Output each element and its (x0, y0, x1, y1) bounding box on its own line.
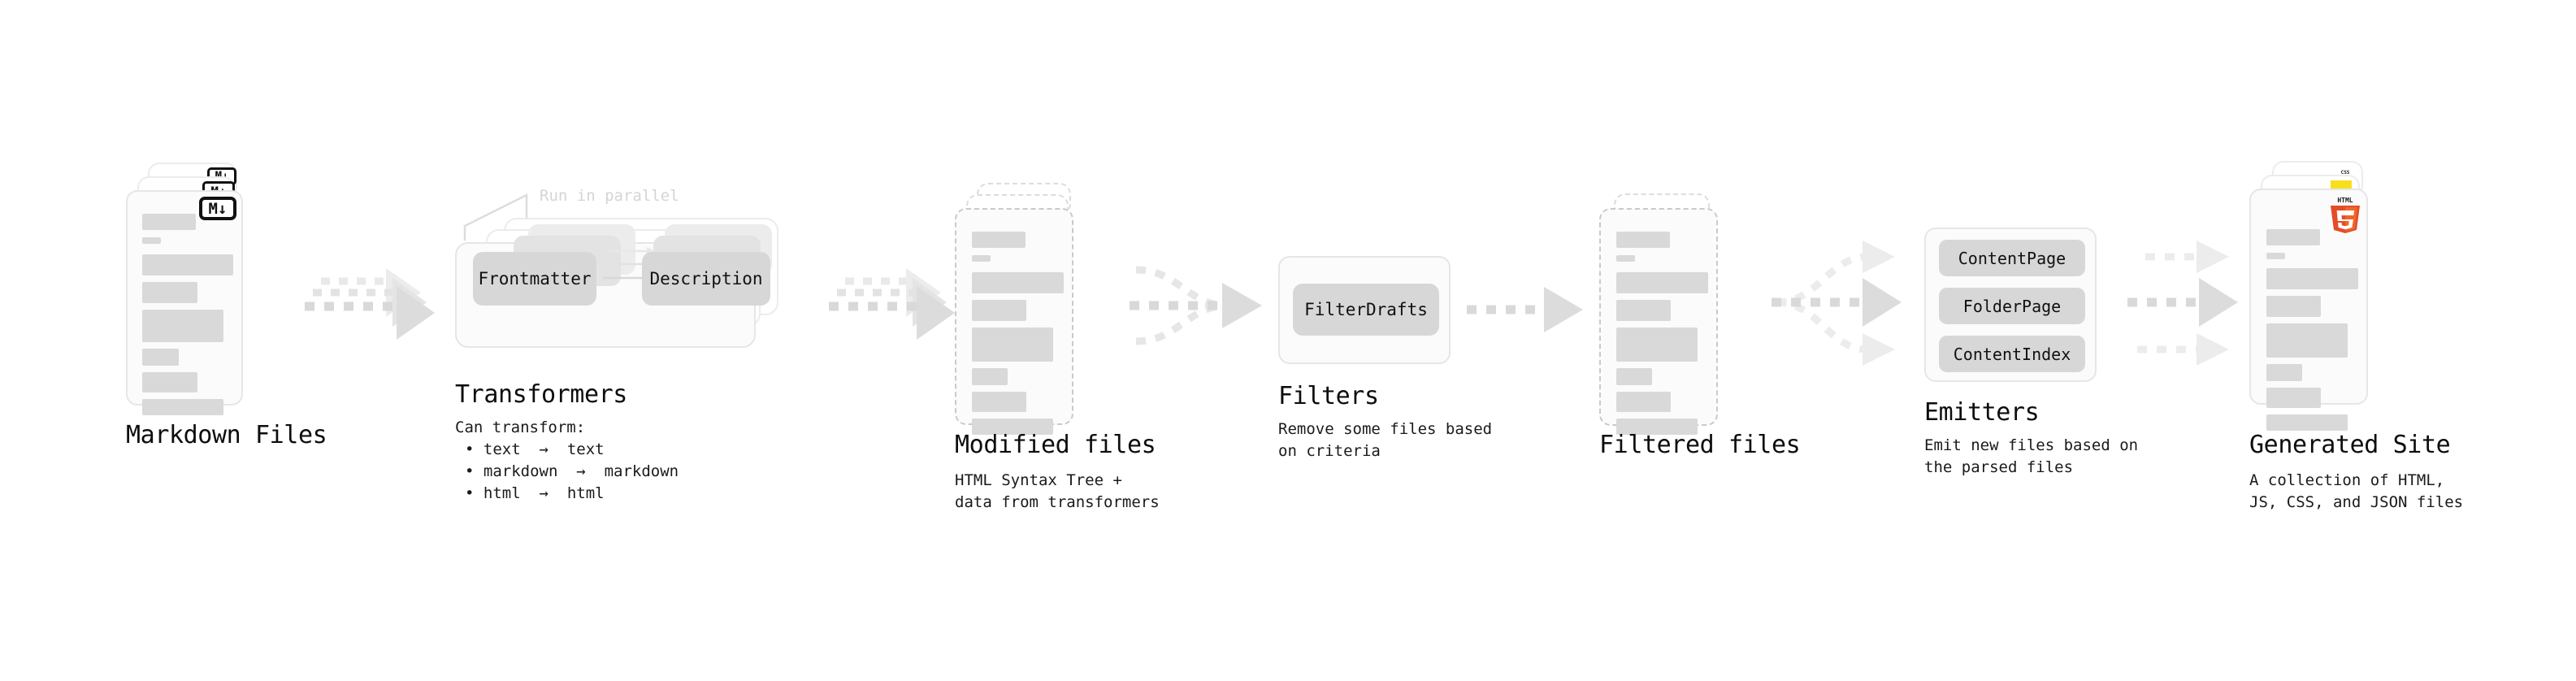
label-generated-site: Generated Site (2249, 431, 2451, 459)
emitters-card: ContentPage FolderPage ContentIndex (1924, 228, 2097, 382)
skeleton-bar (972, 419, 1053, 435)
skeleton-bar (142, 310, 223, 342)
connector-filtered-to-emitters (1772, 241, 1902, 366)
label-transformers: Transformers (455, 380, 627, 409)
desc-modified-files: HTML Syntax Tree + data from transformer… (955, 471, 1160, 511)
desc-transformers: Can transform: (455, 419, 586, 436)
desc-generated-site: A collection of HTML, JS, CSS, and JSON … (2249, 471, 2464, 511)
site-card-front (2249, 189, 2368, 431)
skeleton-bar (142, 282, 197, 303)
label-run-in-parallel: Run in parallel (540, 187, 679, 205)
skeleton-bar (2266, 414, 2348, 431)
arrowhead (2197, 241, 2229, 273)
connector-filters-to-filtered (1467, 287, 1583, 332)
skeleton-bar (1616, 327, 1698, 362)
skeleton-bar (2266, 296, 2321, 317)
skeleton-bar (1616, 272, 1708, 293)
connector-transformers-to-modified (829, 268, 955, 340)
skeleton-bar (972, 368, 1008, 385)
connector-markdown-to-transformers (305, 268, 435, 340)
arrowhead (1863, 278, 1902, 327)
skeleton-bar (2266, 364, 2302, 381)
transformer-bullet-2: • html → html (465, 484, 605, 502)
skeleton-bar (972, 232, 1026, 248)
skeleton-bar (2266, 253, 2285, 259)
skeleton-bar (2266, 229, 2320, 245)
emitter-pill-contentindex[interactable]: ContentIndex (1939, 336, 2085, 372)
arrowhead (2199, 278, 2238, 327)
desc-filters: Remove some files based on criteria (1278, 420, 1493, 460)
skeleton-bar (1616, 419, 1698, 435)
skeleton-bar (1616, 368, 1652, 385)
skeleton-bar (142, 254, 233, 275)
skeleton-bar (142, 237, 161, 244)
skeleton-bar (972, 392, 1026, 412)
skeleton-bar (2266, 323, 2348, 358)
skeleton-bar (972, 272, 1064, 293)
modified-card-front (955, 208, 1073, 435)
label-markdown-files: Markdown Files (126, 421, 327, 449)
skeleton-bar (972, 327, 1053, 362)
skeleton-bar (142, 372, 197, 393)
connector-emitters-to-site (2127, 241, 2238, 366)
skeleton-bar (142, 349, 179, 366)
skeleton-bar (2266, 388, 2321, 408)
label-filters: Filters (1278, 382, 1379, 410)
svg-text:CSS: CSS (2341, 170, 2350, 176)
arrowhead (2197, 333, 2229, 366)
skeleton-bar (972, 300, 1026, 321)
skeleton-bar (142, 399, 223, 415)
svg-text:HTML: HTML (2337, 197, 2353, 204)
arrowhead (1863, 241, 1895, 273)
arrowhead (397, 286, 435, 340)
skeleton-bar (972, 255, 991, 262)
transformer-pill-description[interactable]: Description (642, 252, 770, 306)
parallel-bracket-icon (463, 193, 528, 241)
skeleton-bar (1616, 232, 1670, 248)
desc-emitters: Emit new files based on the parsed files (1924, 436, 2139, 476)
arrowhead (1222, 283, 1262, 328)
transformer-bullet-0: • text → text (465, 440, 605, 458)
skeleton-bar (1616, 300, 1671, 321)
label-emitters: Emitters (1924, 398, 2040, 427)
arrowhead (1544, 287, 1583, 332)
markdown-badge-icon: M↓ (199, 197, 236, 220)
filters-card: FilterDrafts (1278, 256, 1451, 364)
filtered-card-front (1599, 208, 1718, 435)
label-filtered-files: Filtered files (1599, 431, 1801, 459)
arrowhead (1863, 333, 1895, 366)
label-modified-files: Modified files (955, 431, 1156, 459)
emitter-pill-contentpage[interactable]: ContentPage (1939, 240, 2085, 276)
transformer-pill-frontmatter[interactable]: Frontmatter (473, 252, 596, 306)
filter-pill-filterdrafts[interactable]: FilterDrafts (1293, 284, 1439, 336)
emitter-pill-folderpage[interactable]: FolderPage (1939, 288, 2085, 324)
skeleton-bar (2266, 268, 2358, 289)
skeleton-bar (1616, 255, 1635, 262)
html5-badge-icon: HTML (2331, 197, 2360, 233)
skeleton-bar (142, 214, 196, 230)
connector-modified-to-filters (1130, 266, 1262, 345)
transformer-bullet-1: • markdown → markdown (465, 462, 679, 480)
markdown-card-front (126, 190, 243, 415)
skeleton-bar (1616, 392, 1671, 412)
